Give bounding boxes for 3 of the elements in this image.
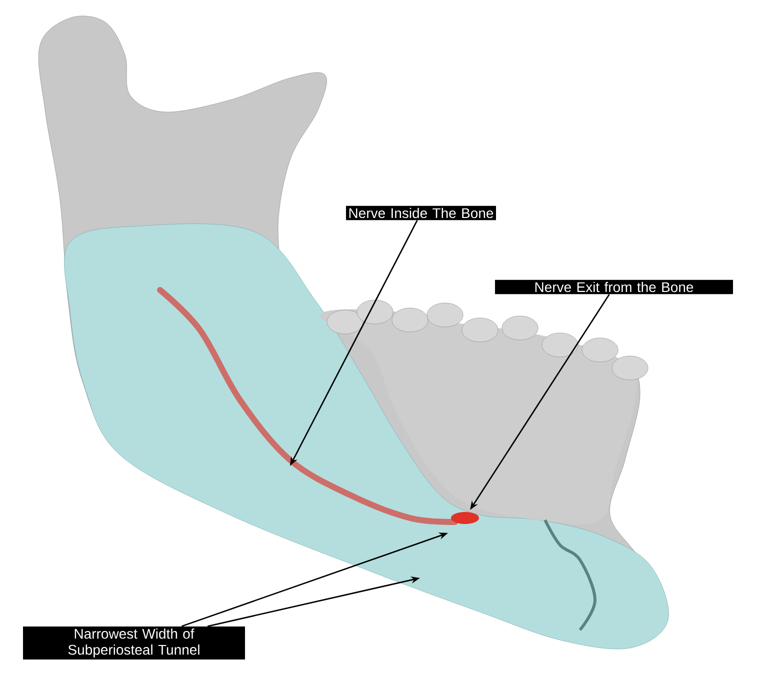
label-box: Narrowest Width of Subperiosteal Tunnel bbox=[23, 626, 245, 660]
label-box: Nerve Exit from the Bone bbox=[495, 280, 733, 294]
label-box: Nerve Inside The Bone bbox=[346, 206, 496, 220]
